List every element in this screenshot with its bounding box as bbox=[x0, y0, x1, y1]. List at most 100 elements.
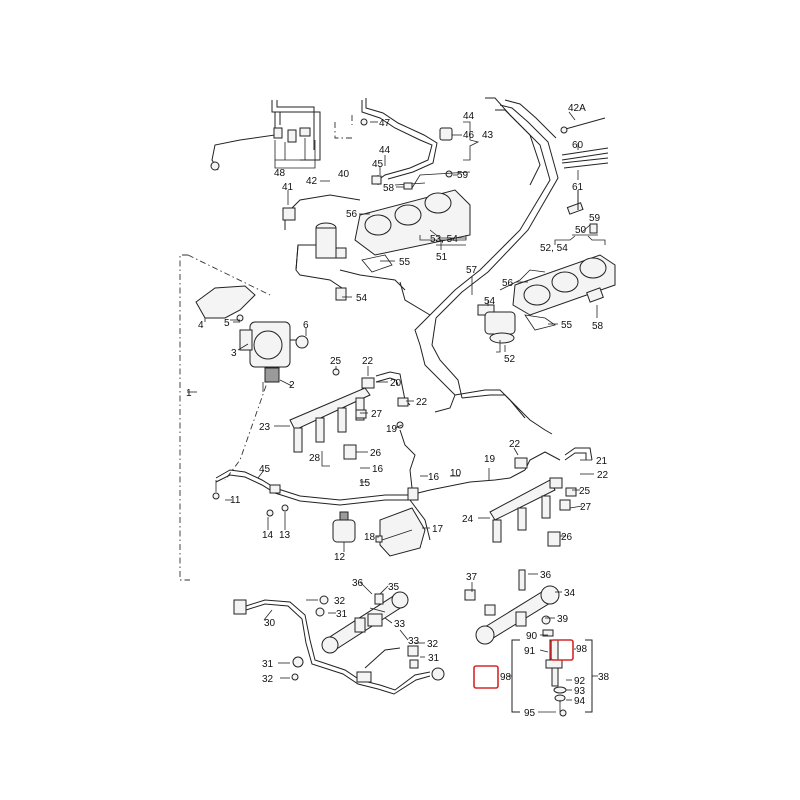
solenoid-valve-right bbox=[477, 304, 516, 353]
callout-22: 22 bbox=[597, 470, 609, 481]
callout-31: 31 bbox=[262, 659, 274, 670]
callout-51: 51 bbox=[436, 252, 448, 263]
callout-56: 56 bbox=[346, 209, 358, 220]
leader-lines bbox=[187, 111, 606, 713]
fuel-line-57 bbox=[339, 97, 559, 435]
callout-59: 59 bbox=[457, 170, 469, 181]
fuel-rail-lower-left bbox=[291, 591, 419, 681]
callout-16: 16 bbox=[372, 464, 384, 475]
callout-93: 93 bbox=[574, 686, 586, 697]
callout-59: 59 bbox=[589, 213, 601, 224]
callout-33: 33 bbox=[394, 619, 406, 630]
fuel-line-30 bbox=[233, 599, 445, 695]
callout-56: 56 bbox=[502, 278, 514, 289]
highlight-box-98-upper bbox=[550, 639, 574, 661]
callout-11: 11 bbox=[230, 495, 241, 506]
callout-95: 95 bbox=[524, 708, 536, 719]
callout-32: 32 bbox=[334, 596, 346, 607]
callout-37: 37 bbox=[466, 572, 478, 583]
callout-17: 17 bbox=[432, 524, 444, 535]
callout-38: 38 bbox=[598, 672, 610, 683]
callout-39: 39 bbox=[557, 614, 569, 625]
injector-38 bbox=[508, 639, 598, 717]
callout-36: 36 bbox=[540, 570, 552, 581]
callout-19: 19 bbox=[484, 454, 496, 465]
callout-43: 43 bbox=[482, 130, 494, 141]
callout-58: 58 bbox=[383, 183, 395, 194]
fuel-pipe-43-44 bbox=[334, 98, 453, 190]
callout-33: 33 bbox=[408, 636, 420, 647]
fuel-rail-left bbox=[289, 368, 416, 471]
callout-24: 24 bbox=[462, 514, 474, 525]
callout-1: 1 bbox=[186, 388, 192, 399]
callout-45: 45 bbox=[259, 464, 271, 475]
callout-26: 26 bbox=[561, 532, 573, 543]
callout-25: 25 bbox=[330, 356, 342, 367]
callout-94: 94 bbox=[574, 696, 586, 707]
callout-42A: 42A bbox=[568, 103, 586, 114]
callout-61: 61 bbox=[572, 182, 584, 193]
harness-48 bbox=[210, 100, 321, 171]
callout-31: 31 bbox=[428, 653, 440, 664]
callout-22: 22 bbox=[362, 356, 374, 367]
callout-60: 60 bbox=[572, 140, 584, 151]
callout-23: 23 bbox=[259, 422, 271, 433]
callout-27: 27 bbox=[580, 502, 592, 513]
callout-50: 50 bbox=[575, 225, 587, 236]
callout-98: 98 bbox=[500, 672, 512, 683]
callout-20: 20 bbox=[390, 378, 402, 389]
callout-91: 91 bbox=[524, 646, 536, 657]
callout-52-54: 52, 54 bbox=[540, 243, 568, 254]
callout-5: 5 bbox=[224, 318, 230, 329]
intake-50 bbox=[499, 254, 616, 331]
callout-12: 12 bbox=[334, 552, 346, 563]
high-pressure-pump bbox=[195, 285, 309, 392]
callout-35: 35 bbox=[388, 582, 400, 593]
callout-55: 55 bbox=[399, 257, 411, 268]
callout-36: 36 bbox=[352, 578, 364, 589]
callout-52: 52 bbox=[504, 354, 516, 365]
callout-45: 45 bbox=[372, 159, 384, 170]
callout-14: 14 bbox=[262, 530, 274, 541]
callout-10: 10 bbox=[450, 468, 462, 479]
solenoid-valve-left bbox=[282, 194, 361, 301]
callout-2: 2 bbox=[289, 380, 295, 391]
callout-58: 58 bbox=[592, 321, 604, 332]
callout-6: 6 bbox=[303, 320, 309, 331]
callout-46: 46 bbox=[463, 130, 475, 141]
callout-18: 18 bbox=[364, 532, 376, 543]
callout-28: 28 bbox=[309, 453, 321, 464]
callout-32: 32 bbox=[427, 639, 439, 650]
callout-54: 54 bbox=[484, 296, 496, 307]
highlight-box-98-lower bbox=[473, 665, 499, 689]
callout-55: 55 bbox=[561, 320, 573, 331]
parts-42A-60-61 bbox=[560, 117, 609, 236]
callout-42: 42 bbox=[306, 176, 318, 187]
callout-25: 25 bbox=[579, 486, 591, 497]
callout-15: 15 bbox=[359, 478, 371, 489]
callout-90: 90 bbox=[526, 631, 538, 642]
callout-32: 32 bbox=[262, 674, 274, 685]
callout-30: 30 bbox=[264, 618, 276, 629]
callout-26: 26 bbox=[370, 448, 382, 459]
callout-98: 98 bbox=[576, 644, 588, 655]
callout-54: 54 bbox=[356, 293, 368, 304]
callout-48: 48 bbox=[274, 168, 286, 179]
pressure-sensor-12 bbox=[332, 507, 426, 557]
callout-40: 40 bbox=[338, 169, 350, 180]
callout-41: 41 bbox=[282, 182, 294, 193]
fuel-rail-lower-right bbox=[464, 569, 560, 645]
callout-53-54: 53, 54 bbox=[430, 234, 458, 245]
callout-4: 4 bbox=[198, 320, 204, 331]
callout-21: 21 bbox=[596, 456, 608, 467]
callout-27: 27 bbox=[371, 409, 383, 420]
callout-labels: 42A 44 43 47 46 45 44 60 48 41 42 40 58 … bbox=[186, 103, 610, 719]
callout-57: 57 bbox=[466, 265, 478, 276]
callout-19: 19 bbox=[386, 424, 398, 435]
callout-22: 22 bbox=[416, 397, 428, 408]
callout-16: 16 bbox=[428, 472, 440, 483]
callout-31: 31 bbox=[336, 609, 348, 620]
callout-13: 13 bbox=[279, 530, 291, 541]
callout-44: 44 bbox=[379, 145, 391, 156]
